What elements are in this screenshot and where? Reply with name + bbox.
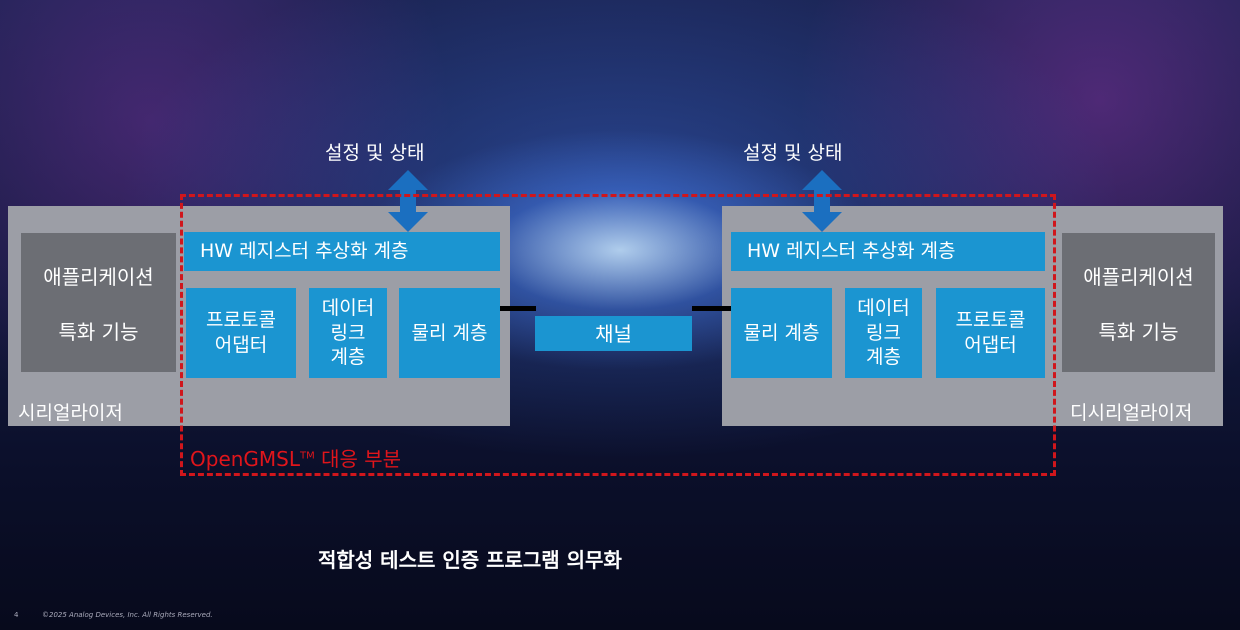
double-arrow-icon bbox=[388, 170, 428, 232]
deserializer-protocol-adapter: 프로토콜 어댑터 bbox=[936, 288, 1045, 378]
channel-box: 채널 bbox=[535, 316, 692, 351]
deserializer-label: 디시리얼라이저 bbox=[1070, 402, 1193, 424]
deserializer-hw-register-layer: HW 레지스터 추상화 계층 bbox=[731, 232, 1045, 271]
copyright: ©2025 Analog Devices, Inc. All Rights Re… bbox=[42, 611, 213, 619]
bottom-title: 적합성 테스트 인증 프로그램 의무화 bbox=[318, 548, 622, 572]
deserializer-physical-layer: 물리 계층 bbox=[731, 288, 832, 378]
app-label: 애플리케이션 bbox=[43, 264, 154, 289]
deserializer-datalink-layer: 데이터 링크 계층 bbox=[845, 288, 922, 378]
app-label: 특화 기능 bbox=[58, 319, 139, 344]
serializer-label: 시리얼라이저 bbox=[18, 402, 123, 424]
config-status-label-right: 설정 및 상태 bbox=[743, 142, 843, 164]
config-status-label-left: 설정 및 상태 bbox=[325, 142, 425, 164]
opengmsl-name: OpenGMSL bbox=[190, 447, 301, 471]
connector-line-right bbox=[692, 306, 731, 311]
app-label: 애플리케이션 bbox=[1083, 264, 1194, 289]
connector-line-left bbox=[500, 306, 536, 311]
serializer-physical-layer: 물리 계층 bbox=[399, 288, 500, 378]
serializer-protocol-adapter: 프로토콜 어댑터 bbox=[186, 288, 296, 378]
opengmsl-suffix: 대응 부분 bbox=[314, 447, 402, 471]
tm-mark: TM bbox=[300, 450, 315, 462]
double-arrow-icon bbox=[802, 170, 842, 232]
app-label: 특화 기능 bbox=[1098, 319, 1179, 344]
serializer-datalink-layer: 데이터 링크 계층 bbox=[309, 288, 387, 378]
opengmsl-region bbox=[180, 194, 1056, 476]
opengmsl-label: OpenGMSLTM 대응 부분 bbox=[190, 443, 401, 472]
page-number: 4 bbox=[14, 611, 19, 619]
serializer-app-specific: 애플리케이션 특화 기능 bbox=[21, 233, 176, 372]
serializer-hw-register-layer: HW 레지스터 추상화 계층 bbox=[184, 232, 500, 271]
deserializer-app-specific: 애플리케이션 특화 기능 bbox=[1062, 233, 1215, 372]
